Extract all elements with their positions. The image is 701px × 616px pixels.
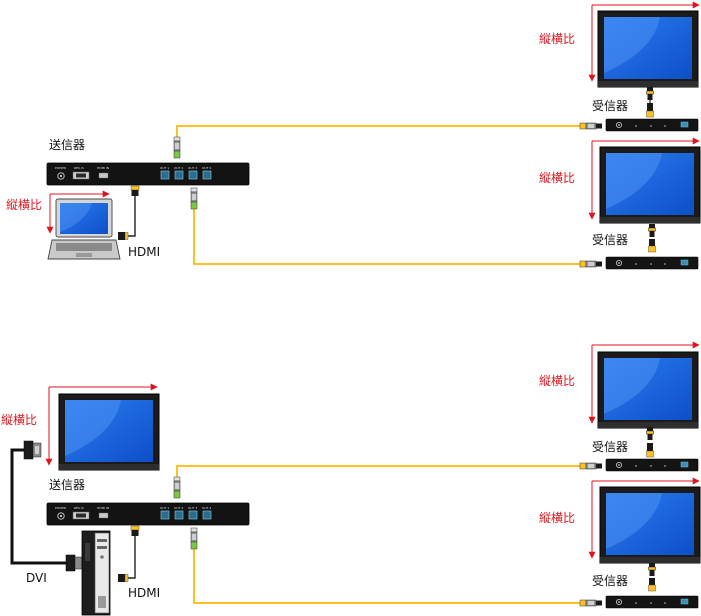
hdmi-in-text: HDMI IN <box>97 166 109 170</box>
power-text-2: POWER <box>55 506 66 510</box>
aspect-ratio-label-rx3: 縦横比 <box>539 374 575 388</box>
connector-rx2-box <box>648 239 656 253</box>
aspect-ratio-label-rx2: 縦横比 <box>539 171 575 185</box>
port-1-text-2: OUT 1 <box>160 506 169 510</box>
connector-rx2-display <box>648 223 656 238</box>
network-jack-top <box>173 136 181 159</box>
port-4-text: OUT 4 <box>202 166 211 170</box>
receiver-label-rx4: 受信器 <box>592 574 628 588</box>
connector-rx1-display <box>646 86 654 101</box>
aspect-ratio-arrows-rx1 <box>588 1 700 82</box>
aspect-ratio-arrows-laptop <box>46 190 110 234</box>
local-monitor <box>58 393 160 471</box>
laptop-icon <box>47 198 121 260</box>
receiver-box-rx4 <box>605 595 699 609</box>
aspect-ratio-label-rx1: 縦横比 <box>539 32 575 46</box>
hdmi-in-text-2: HDMI IN <box>97 506 109 510</box>
cable-tx-to-rx4 <box>193 548 586 604</box>
cable-tx-to-rx2 <box>193 208 586 265</box>
display-rx1 <box>597 10 699 88</box>
aspect-ratio-label-laptop: 縦横比 <box>6 198 42 212</box>
display-rx4 <box>599 486 701 564</box>
cable-tx-to-rx3 <box>176 465 586 478</box>
port-2-text-2: OUT 2 <box>174 506 183 510</box>
hdmi-label: HDMI <box>128 245 160 259</box>
receiver-label-rx3: 受信器 <box>592 440 628 454</box>
display-rx2 <box>599 146 701 224</box>
cable-tx-to-rx1 <box>176 125 586 138</box>
receiver-box-rx1 <box>605 118 699 132</box>
port-4-text-2: OUT 4 <box>202 506 211 510</box>
transmitter-label: 送信器 <box>49 137 85 152</box>
network-jack-rx3 <box>579 462 603 470</box>
hdmi-connector-pc <box>118 574 129 582</box>
top-setup: 送信器 POWER RES./S HDMI IN OUT 1 OUT 2 OUT… <box>6 1 701 270</box>
network-jack-bottom <box>190 187 198 210</box>
aspect-ratio-label-rx4: 縦横比 <box>539 511 575 525</box>
dvi-connector-pc <box>65 554 83 572</box>
port-3-text: OUT 3 <box>188 166 197 170</box>
resolution-text-2: RES./S <box>74 506 84 510</box>
desktop-tower-icon <box>81 530 111 616</box>
network-jack-rx4 <box>579 599 603 607</box>
network-jack-rx2 <box>579 260 603 268</box>
receiver-label-rx2: 受信器 <box>592 233 628 247</box>
aspect-ratio-label-local: 縦横比 <box>1 413 37 427</box>
connector-rx3-box <box>646 443 654 458</box>
network-jack-rx1 <box>579 122 603 130</box>
dvi-cable <box>10 448 66 565</box>
connector-rx3-display <box>646 426 654 441</box>
hdmi-label-2: HDMI <box>128 586 160 600</box>
bottom-setup: 縦横比 DVI 送信器 POWER RES./S <box>1 341 701 616</box>
receiver-label-rx1: 受信器 <box>592 99 628 113</box>
receiver-box-rx2 <box>605 256 699 270</box>
transmitter-label-2: 送信器 <box>49 477 85 492</box>
hdmi-connector-top <box>130 185 140 196</box>
aspect-ratio-arrows-rx2 <box>588 137 700 220</box>
transmitter-box: POWER RES./S HDMI IN OUT 1 OUT 2 OUT 3 O… <box>46 162 250 186</box>
port-1-text: OUT 1 <box>160 166 169 170</box>
resolution-text: RES./S <box>74 166 84 170</box>
display-rx3 <box>597 351 699 429</box>
power-text: POWER <box>55 166 66 170</box>
dvi-connector-monitor <box>23 440 42 460</box>
connector-rx4-box <box>648 578 656 592</box>
network-jack-bottom-2 <box>190 527 198 550</box>
hdmi-connector-top-2 <box>130 525 140 536</box>
aspect-ratio-arrows-rx4 <box>588 477 700 559</box>
hdmi-cable-2 <box>124 534 136 579</box>
connector-rx4-display <box>648 562 656 577</box>
dvi-label: DVI <box>26 571 47 585</box>
aspect-ratio-arrows-local <box>45 383 158 466</box>
hdmi-cable <box>124 194 136 237</box>
transmitter-box-2: POWER RES./S HDMI IN OUT 1 OUT 2 OUT 3 O… <box>46 502 250 526</box>
port-2-text: OUT 2 <box>174 166 183 170</box>
aspect-ratio-arrows-rx3 <box>588 341 700 424</box>
connector-rx1-box <box>646 103 654 118</box>
receiver-box-rx3 <box>605 458 699 472</box>
hdmi-connector-laptop <box>118 232 129 240</box>
network-jack-top-2 <box>173 476 181 499</box>
port-3-text-2: OUT 3 <box>188 506 197 510</box>
